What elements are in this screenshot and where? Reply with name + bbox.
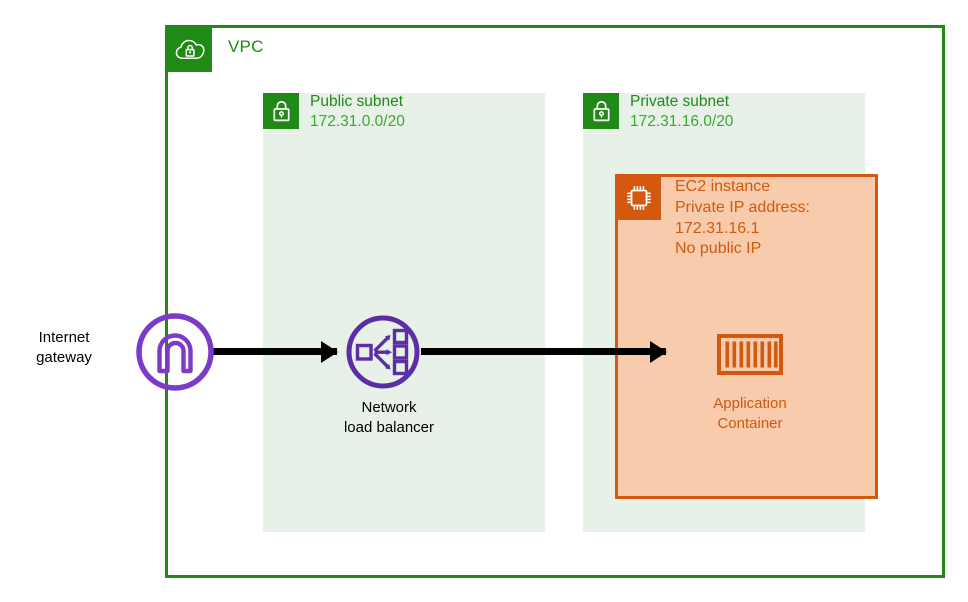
ec2-instance-box: EC2 instance Private IP address: 172.31.… xyxy=(615,174,878,499)
vpc-label: VPC xyxy=(228,37,264,56)
nlb-caption-line2: load balancer xyxy=(343,418,435,436)
ec2-line-private-ip-label: Private IP address: xyxy=(675,198,810,216)
network-load-balancer-caption: Network load balancer xyxy=(298,398,480,437)
ec2-line-title: EC2 instance xyxy=(675,178,771,195)
ec2-line-private-ip-value: 172.31.16.1 xyxy=(675,219,760,237)
public-subnet-text: Public subnet 172.31.0.0/20 xyxy=(310,92,405,133)
shipping-container-icon xyxy=(717,334,783,375)
arrow-igw-to-nlb xyxy=(212,348,337,355)
private-subnet-cidr: 172.31.16.0/20 xyxy=(630,113,734,131)
nlb-caption-line1: Network xyxy=(361,399,417,416)
internet-gateway-icon xyxy=(136,313,214,391)
network-load-balancer-icon xyxy=(346,315,420,389)
container-caption-line2: Container xyxy=(717,414,783,432)
padlock-icon xyxy=(583,93,619,129)
private-subnet-header: Private subnet 172.31.16.0/20 xyxy=(583,93,733,133)
ec2-text-block: EC2 instance Private IP address: 172.31.… xyxy=(675,177,810,260)
arrow-nlb-to-container xyxy=(421,348,666,355)
network-load-balancer-node[interactable] xyxy=(344,313,422,396)
vpc-cloud-lock-icon xyxy=(168,28,212,72)
application-container-node: Application Container xyxy=(675,334,825,433)
public-subnet-region: Public subnet 172.31.0.0/20 xyxy=(263,93,545,532)
container-caption-line1: Application xyxy=(713,395,787,412)
internet-gateway-caption: Internet gateway xyxy=(5,328,123,367)
internet-gateway-node[interactable] xyxy=(134,311,216,398)
private-subnet-title: Private subnet xyxy=(630,93,730,110)
private-subnet-text: Private subnet 172.31.16.0/20 xyxy=(630,92,733,133)
cpu-chip-icon xyxy=(617,176,661,220)
igw-caption-line1: Internet xyxy=(38,329,90,346)
public-subnet-title: Public subnet xyxy=(310,93,404,110)
public-subnet-cidr: 172.31.0.0/20 xyxy=(310,113,405,131)
vpc-header: VPC xyxy=(168,28,264,72)
padlock-icon xyxy=(263,93,299,129)
public-subnet-header: Public subnet 172.31.0.0/20 xyxy=(263,93,405,133)
igw-caption-line2: gateway xyxy=(36,348,92,366)
application-container-caption: Application Container xyxy=(675,394,825,433)
ec2-line-no-public-ip: No public IP xyxy=(675,240,762,258)
ec2-header: EC2 instance Private IP address: 172.31.… xyxy=(617,176,810,260)
